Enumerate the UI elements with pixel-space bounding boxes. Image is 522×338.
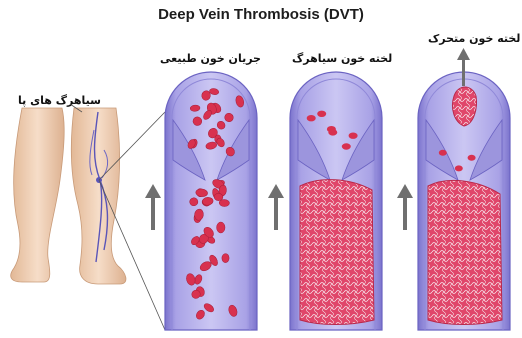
blood-cell-icon xyxy=(222,254,229,263)
blood-cell-icon xyxy=(468,155,476,161)
blood-cell-icon xyxy=(307,115,316,121)
blood-cell-icon xyxy=(439,150,447,156)
up-arrow-icon xyxy=(268,184,284,230)
blood-cell-icon xyxy=(342,143,351,149)
up-arrow-icon xyxy=(145,184,161,230)
up-arrow-icon xyxy=(397,184,413,230)
vein-normal-flow xyxy=(165,72,257,330)
legs-illustration xyxy=(11,108,126,284)
right-leg xyxy=(71,108,126,284)
blood-cell-icon xyxy=(349,133,358,139)
vein-venous-clot xyxy=(290,72,382,330)
blood-cell-icon xyxy=(317,111,326,117)
blood-cell-icon xyxy=(190,105,200,112)
blood-cell-icon xyxy=(327,126,336,132)
thrombus xyxy=(428,180,502,324)
vein-moving-clot xyxy=(418,72,510,330)
left-leg xyxy=(11,108,64,282)
blood-cell-icon xyxy=(455,165,463,171)
blood-cell-icon xyxy=(217,222,225,233)
thrombus xyxy=(300,180,374,325)
